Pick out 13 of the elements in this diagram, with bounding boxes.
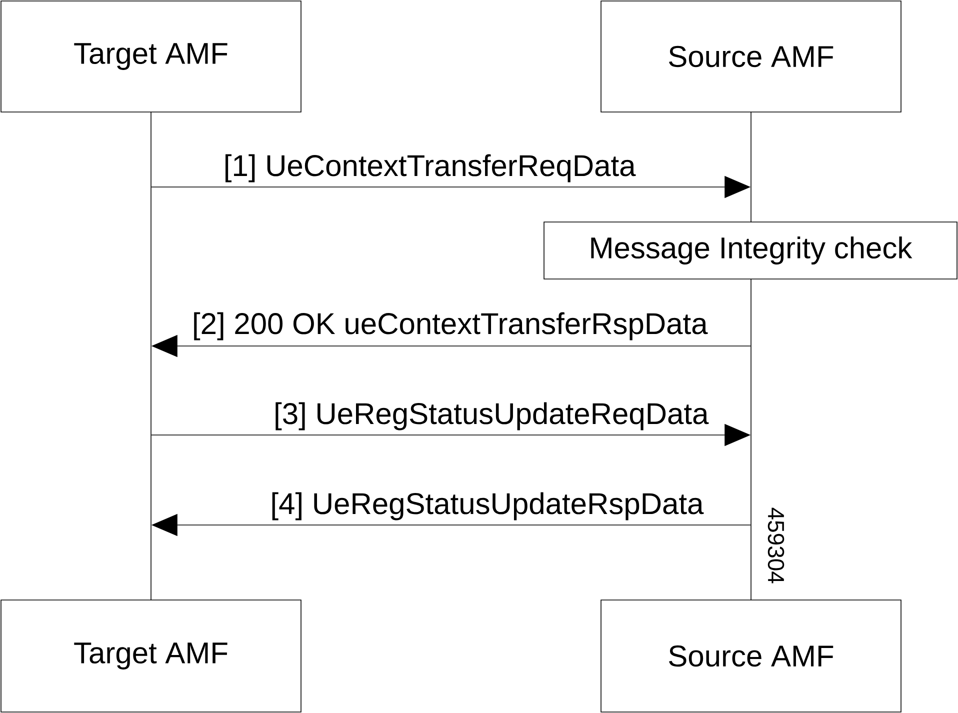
figure-number: 459304 xyxy=(768,508,784,584)
participant-box: Source AMF xyxy=(600,0,902,112)
message-box: Message Integrity check xyxy=(544,222,958,280)
lifeline xyxy=(750,279,752,600)
lifeline xyxy=(150,112,152,600)
edge-label: [2] 200 OK ueContextTransferRspData xyxy=(194,312,708,340)
edge-label: [3] UeRegStatusUpdateReqData xyxy=(276,402,709,430)
participant-box: Target AMF xyxy=(0,0,302,112)
edge-label: [1] UeContextTransferReqData xyxy=(226,154,636,182)
lifeline xyxy=(750,112,752,222)
participant-box: Target AMF xyxy=(0,600,302,712)
edge-label: [4] UeRegStatusUpdateRspData xyxy=(272,492,704,520)
participant-box: Source AMF xyxy=(600,600,902,712)
